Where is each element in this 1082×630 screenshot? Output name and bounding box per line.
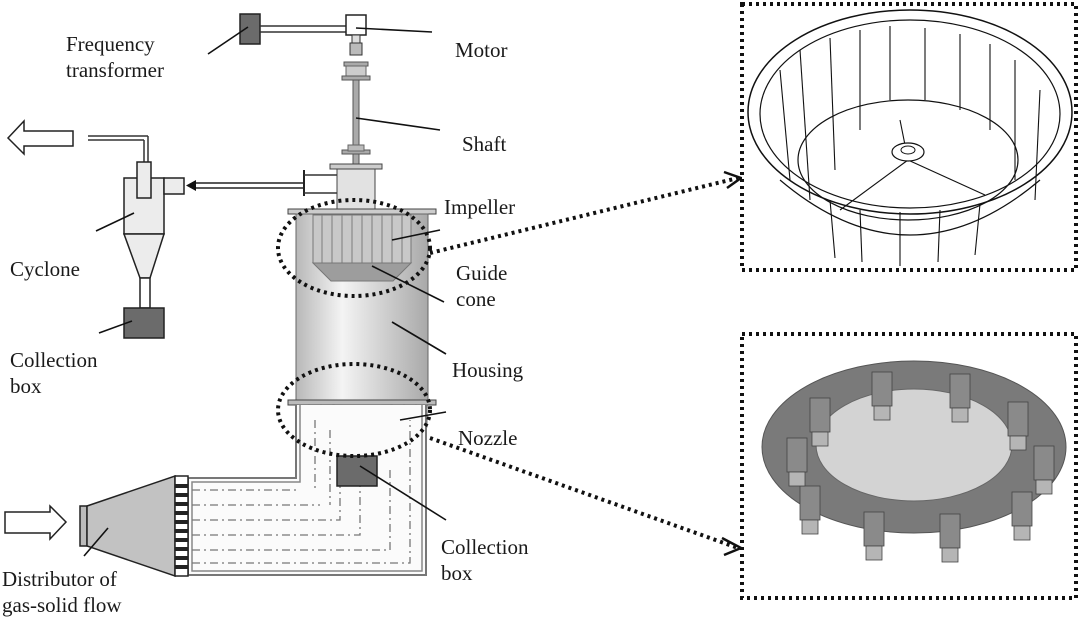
label-line: Collection bbox=[441, 535, 529, 559]
label-line: box bbox=[10, 374, 42, 398]
motor bbox=[341, 14, 371, 81]
label-line: transformer bbox=[66, 58, 164, 82]
label-line: gas-solid flow bbox=[2, 593, 122, 617]
label-frequency-transformer: Frequency transformer bbox=[66, 31, 164, 83]
label-collection-box-top: Collection box bbox=[10, 347, 98, 399]
label-collection-box-bottom: Collection box bbox=[441, 534, 529, 586]
distributor bbox=[79, 474, 189, 578]
label-impeller: Impeller bbox=[444, 195, 516, 219]
inlet-arrow bbox=[4, 504, 68, 541]
frequency-transformer bbox=[239, 13, 346, 45]
lower-duct bbox=[187, 405, 427, 576]
label-guide-cone: Guide cone bbox=[456, 260, 507, 312]
nozzle-highlight bbox=[276, 362, 432, 458]
label-cyclone: Cyclone bbox=[10, 257, 80, 281]
gas-outlet-pipe bbox=[186, 180, 304, 191]
label-motor: Motor bbox=[455, 38, 508, 62]
outlet-arrow bbox=[6, 119, 74, 156]
guide-cone bbox=[311, 262, 413, 282]
impeller-detail-inset bbox=[740, 2, 1078, 272]
label-line: Distributor of bbox=[2, 567, 117, 591]
label-line: Guide bbox=[456, 261, 508, 285]
nozzle-ring-detail-inset bbox=[740, 332, 1078, 600]
label-line: Collection bbox=[10, 348, 98, 372]
housing-top bbox=[303, 163, 383, 212]
cyclone bbox=[88, 135, 185, 339]
leader-lines bbox=[83, 26, 447, 557]
label-line: cone bbox=[456, 287, 496, 311]
label-line: box bbox=[441, 561, 473, 585]
label-nozzle: Nozzle bbox=[458, 426, 518, 450]
impeller-highlight bbox=[276, 198, 432, 298]
inset-pointer-top bbox=[429, 170, 744, 255]
label-line: Frequency bbox=[66, 32, 155, 56]
label-housing: Housing bbox=[452, 358, 524, 382]
collection-box-bottom bbox=[336, 455, 378, 487]
label-shaft: Shaft bbox=[462, 132, 507, 156]
label-distributor: Distributor of gas-solid flow bbox=[2, 566, 122, 618]
